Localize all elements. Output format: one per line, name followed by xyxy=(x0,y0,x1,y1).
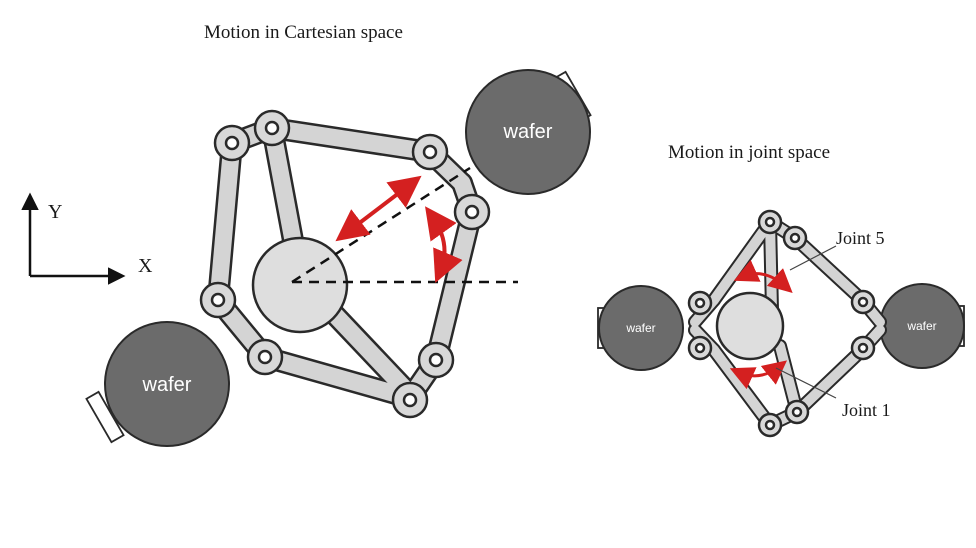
wafer-top-right: wafer xyxy=(465,69,592,195)
joint1-leader-line xyxy=(775,367,837,399)
cartesian-title: Motion in Cartesian space xyxy=(204,22,403,43)
joint-title: Motion in joint space xyxy=(668,142,830,163)
joint5-rotation-arrow xyxy=(733,259,793,294)
joint1-label: Joint 1 xyxy=(842,400,891,420)
joint-space-robot: wafer wafer xyxy=(597,209,965,438)
joint5-label: Joint 5 xyxy=(836,228,885,248)
wafer-bottom-left: wafer xyxy=(85,321,230,447)
y-axis-label: Y xyxy=(48,201,62,223)
cartesian-robot: wafer wafer xyxy=(85,69,592,447)
joint5-leader-line xyxy=(789,245,837,271)
joint-space-hub xyxy=(715,291,785,361)
cartesian-joints xyxy=(199,109,491,419)
joint-space-joints xyxy=(687,209,876,438)
joint1-rotation-arrow xyxy=(729,360,788,390)
coordinate-axes: Y X xyxy=(21,192,153,285)
wafer-label-top: wafer xyxy=(503,121,553,143)
cartesian-hub xyxy=(251,236,349,334)
wafer-left-small: wafer xyxy=(597,285,684,371)
wafer-label-bottom: wafer xyxy=(142,374,192,396)
wafer-label-left: wafer xyxy=(625,321,655,335)
radial-motion-arrow xyxy=(335,175,422,242)
wafer-right-small: wafer xyxy=(879,283,965,369)
x-axis-label: X xyxy=(138,255,153,277)
wafer-label-right: wafer xyxy=(906,319,936,333)
rotation-motion-arrow xyxy=(425,206,463,284)
